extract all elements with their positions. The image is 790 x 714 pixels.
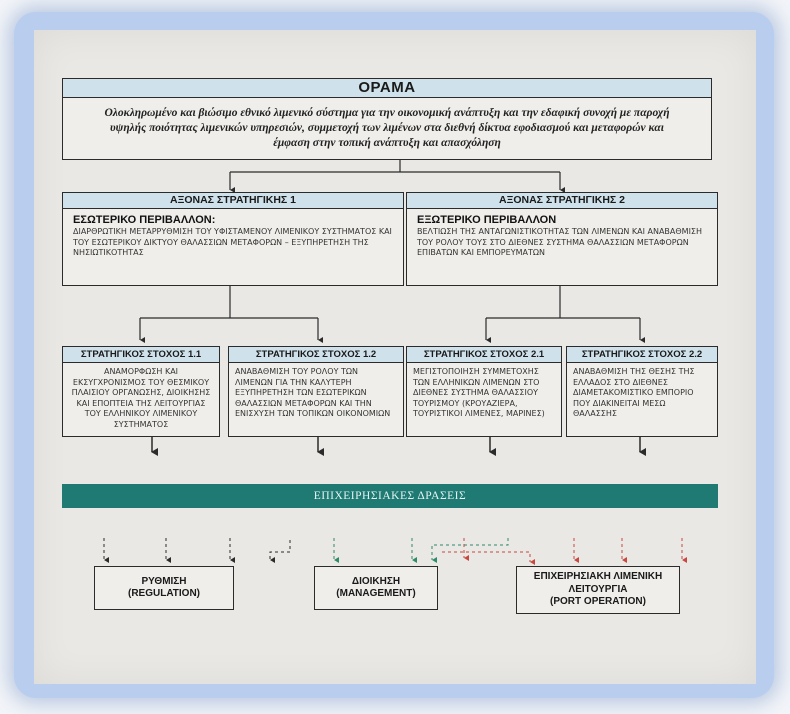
- vision-to-axes-connector: [229, 160, 565, 193]
- axis-1-title: ΑΞΟΝΑΣ ΣΤΡΑΤΗΓΙΚΗΣ 1: [63, 193, 403, 209]
- strategy-axis-1: ΑΞΟΝΑΣ ΣΤΡΑΤΗΓΙΚΗΣ 1 ΕΣΩΤΕΡΙΚΟ ΠΕΡΙΒΑΛΛΟ…: [62, 192, 404, 286]
- axes-to-goals-connector: [139, 286, 645, 343]
- regulation-box: ΡΥΘΜΙΣΗ (REGULATION): [94, 566, 234, 610]
- goal-1-1-title: ΣΤΡΑΤΗΓΙΚΟΣ ΣΤΟΧΟΣ 1.1: [63, 347, 219, 363]
- strategic-goal-1-2: ΣΤΡΑΤΗΓΙΚΟΣ ΣΤΟΧΟΣ 1.2 ΑΝΑΒΑΘΜΙΣΗ ΤΟΥ ΡΟ…: [228, 346, 404, 437]
- strategy-axis-2: ΑΞΟΝΑΣ ΣΤΡΑΤΗΓΙΚΗΣ 2 ΕΞΩΤΕΡΙΚΟ ΠΕΡΙΒΑΛΛΟ…: [406, 192, 718, 286]
- management-label: ΔΙΟΙΚΗΣΗ: [351, 575, 401, 587]
- axis-2-text: ΒΕΛΤΙΩΣΗ ΤΗΣ ΑΝΤΑΓΩΝΙΣΤΙΚΟΤΗΤΑΣ ΤΩΝ ΛΙΜΕ…: [417, 227, 703, 257]
- strategic-goal-1-1: ΣΤΡΑΤΗΓΙΚΟΣ ΣΤΟΧΟΣ 1.1 ΑΝΑΜΟΡΦΩΣΗ ΚΑΙ ΕΚ…: [62, 346, 220, 437]
- axis-2-subtitle: ΕΞΩΤΕΡΙΚΟ ΠΕΡΙΒΑΛΛΟΝ: [417, 214, 557, 226]
- management-label-en: (MANAGEMENT): [336, 588, 416, 599]
- goal-2-1-text: ΜΕΓΙΣΤΟΠΟΙΗΣΗ ΣΥΜΜΕΤΟΧΗΣ ΤΩΝ ΕΛΛΗΝΙΚΩΝ Λ…: [413, 367, 545, 418]
- vision-text: Ολοκληρωμένο και βιώσιμο εθνικό λιμενικό…: [104, 107, 670, 149]
- port-operation-label-en: (PORT OPERATION): [550, 596, 646, 608]
- goal-2-2-title: ΣΤΡΑΤΗΓΙΚΟΣ ΣΤΟΧΟΣ 2.2: [567, 347, 717, 363]
- operational-actions-band: ΕΠΙΧΕΙΡΗΣΙΑΚΕΣ ΔΡΑΣΕΙΣ: [62, 484, 718, 508]
- strategic-goal-2-1: ΣΤΡΑΤΗΓΙΚΟΣ ΣΤΟΧΟΣ 2.1 ΜΕΓΙΣΤΟΠΟΙΗΣΗ ΣΥΜ…: [406, 346, 562, 437]
- regulation-label-en: (REGULATION): [127, 588, 201, 599]
- axis-1-subtitle: ΕΣΩΤΕΡΙΚΟ ΠΕΡΙΒΑΛΛΟΝ:: [73, 214, 216, 226]
- port-operation-arrows: [442, 538, 687, 565]
- goal-2-1-title: ΣΤΡΑΤΗΓΙΚΟΣ ΣΤΟΧΟΣ 2.1: [407, 347, 561, 363]
- vision-box: ΟΡΑΜΑ Ολοκληρωμένο και βιώσιμο εθνικό λι…: [62, 78, 712, 160]
- port-operation-label: ΕΠΙΧΕΙΡΗΣΙΑΚΗ ΛΙΜΕΝΙΚΗ ΛΕΙΤΟΥΡΓΙΑ: [533, 571, 663, 595]
- vision-title: ΟΡΑΜΑ: [63, 79, 711, 98]
- regulation-label: ΡΥΘΜΙΣΗ: [141, 575, 187, 587]
- goals-to-band-arrows: [151, 437, 646, 456]
- goal-1-2-text: ΑΝΑΒΑΘΜΙΣΗ ΤΟΥ ΡΟΛΟΥ ΤΩΝ ΛΙΜΕΝΩΝ ΓΙΑ ΤΗΝ…: [235, 367, 391, 418]
- management-arrows: [333, 538, 509, 563]
- goal-1-2-title: ΣΤΡΑΤΗΓΙΚΟΣ ΣΤΟΧΟΣ 1.2: [229, 347, 403, 363]
- axis-2-title: ΑΞΟΝΑΣ ΣΤΡΑΤΗΓΙΚΗΣ 2: [407, 193, 717, 209]
- port-operation-box: ΕΠΙΧΕΙΡΗΣΙΑΚΗ ΛΙΜΕΝΙΚΗ ΛΕΙΤΟΥΡΓΙΑ (PORT …: [516, 566, 680, 614]
- management-box: ΔΙΟΙΚΗΣΗ (MANAGEMENT): [314, 566, 438, 610]
- regulation-arrows: [103, 538, 291, 563]
- goal-2-2-text: ΑΝΑΒΑΘΜΙΣΗ ΤΗΣ ΘΕΣΗΣ ΤΗΣ ΕΛΛΑΔΟΣ ΣΤΟ ΔΙΕ…: [573, 367, 695, 418]
- strategic-goal-2-2: ΣΤΡΑΤΗΓΙΚΟΣ ΣΤΟΧΟΣ 2.2 ΑΝΑΒΑΘΜΙΣΗ ΤΗΣ ΘΕ…: [566, 346, 718, 437]
- axis-1-text: ΔΙΑΡΘΡΩΤΙΚΗ ΜΕΤΑΡΡΥΘΜΙΣΗ ΤΟΥ ΥΦΙΣΤΑΜΕΝΟΥ…: [73, 227, 392, 257]
- goal-1-1-text: ΑΝΑΜΟΡΦΩΣΗ ΚΑΙ ΕΚΣΥΓΧΡΟΝΙΣΜΟΣ ΤΟΥ ΘΕΣΜΙΚ…: [71, 367, 211, 429]
